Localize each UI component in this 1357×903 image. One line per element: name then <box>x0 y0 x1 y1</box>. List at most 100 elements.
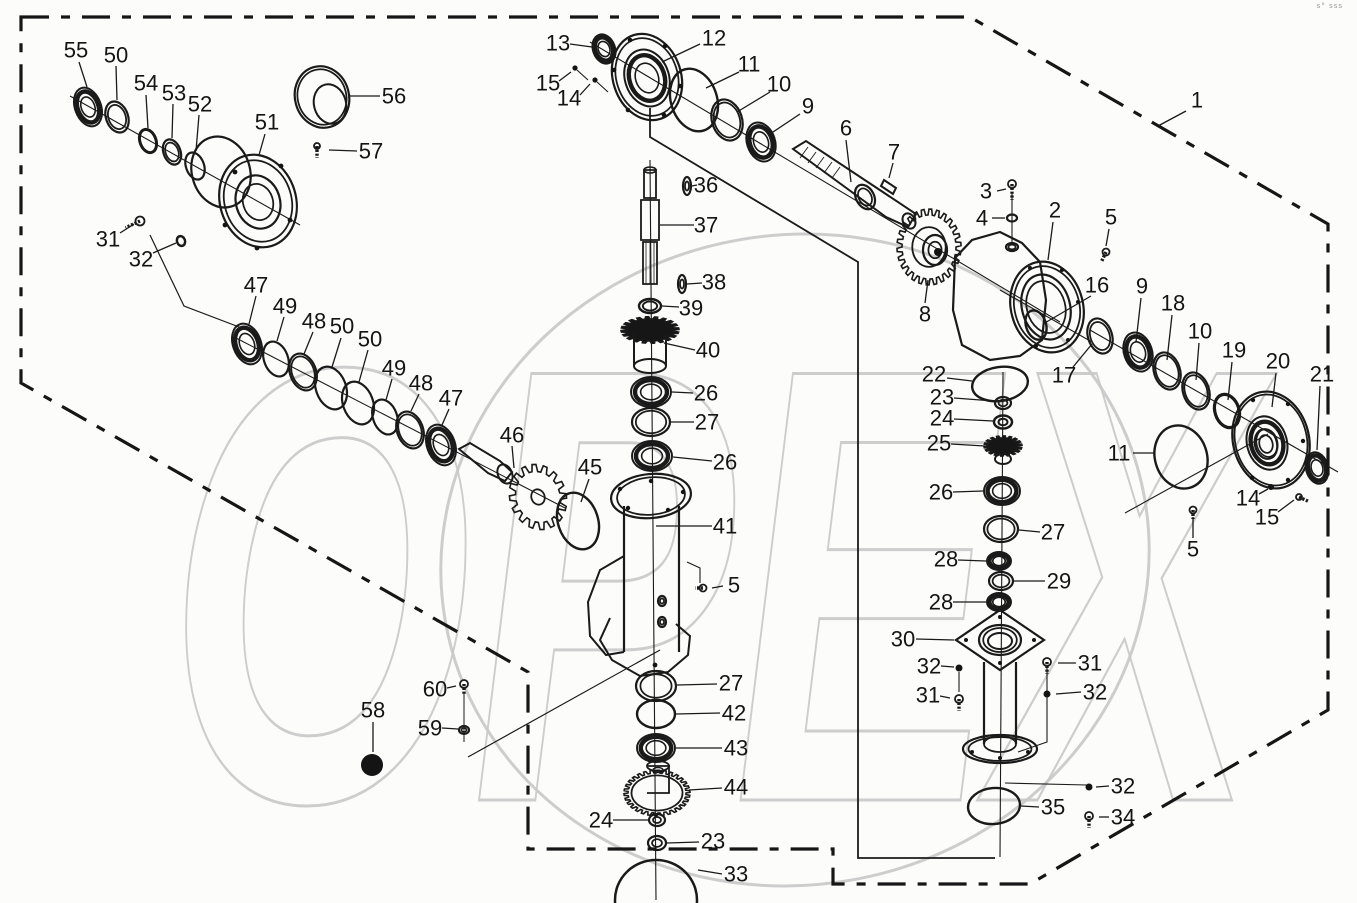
housing-2-port <box>1007 243 1017 251</box>
flange-12 <box>610 32 684 122</box>
part-label-26: 26 <box>929 480 953 505</box>
bearing-9 <box>1129 341 1147 363</box>
leader-line-35 <box>1020 805 1040 808</box>
ring-27 <box>982 514 1020 544</box>
housing-2-port <box>1004 241 1020 253</box>
part-label-15: 15 <box>536 71 560 96</box>
hub-20-flange <box>1233 393 1309 487</box>
leader-line-5 <box>711 585 724 589</box>
housing-2-hole <box>1060 268 1064 272</box>
oring-11 <box>1153 424 1209 490</box>
gear-8-center <box>934 248 942 256</box>
part-label-50: 50 <box>358 327 382 352</box>
leader-line-31 <box>939 695 951 699</box>
shaft-37-spline <box>642 241 658 285</box>
part-label-6: 6 <box>840 116 852 141</box>
ring-48 <box>288 352 318 392</box>
flange-12-seal <box>626 53 668 103</box>
hub-51-hole <box>232 169 238 175</box>
housing-2-hole <box>1034 344 1038 348</box>
tube-30-hole <box>998 756 1002 760</box>
pin-36 <box>684 180 690 192</box>
bearing-26 <box>633 441 671 471</box>
leader-line-33 <box>697 869 723 875</box>
gear-44-hubwall <box>647 765 670 794</box>
part-label-59: 59 <box>418 716 442 741</box>
ring-18 <box>1154 354 1180 388</box>
flange-30-bore <box>987 632 1013 650</box>
bearing-26 <box>985 477 1019 505</box>
hub-20-hole <box>1249 475 1255 481</box>
tube-30-base <box>961 733 1039 765</box>
bracket-32-bottom <box>1004 782 1088 786</box>
oring-21 <box>1305 453 1329 483</box>
part-label-17: 17 <box>1052 363 1076 388</box>
shaft-6-spline <box>831 166 841 179</box>
hub-20-hole <box>1285 477 1291 483</box>
shaft-6-spline <box>807 151 817 164</box>
part-label-2: 2 <box>1049 198 1061 223</box>
key-7 <box>879 178 898 196</box>
leader-line-28 <box>957 559 987 562</box>
leader-line-52 <box>195 114 200 152</box>
ring-59 <box>460 727 468 733</box>
leader-line-5 <box>1105 228 1110 247</box>
housing-2-hole <box>1066 338 1070 342</box>
ring-48 <box>395 410 425 450</box>
part-label-27: 27 <box>695 410 719 435</box>
ring-17 <box>1086 317 1114 355</box>
screw-15 <box>1298 495 1309 503</box>
shaft-37-mid <box>640 199 660 241</box>
ring-10 <box>710 98 744 142</box>
hub-51-hole <box>287 217 293 223</box>
part-label-5: 5 <box>1105 205 1117 230</box>
part-label-9: 9 <box>802 94 814 119</box>
ring-48 <box>290 355 316 389</box>
leader-line-14 <box>579 83 591 96</box>
ring-39 <box>641 300 659 312</box>
gear-8-hub <box>921 233 949 267</box>
leader-line-18 <box>1166 314 1173 361</box>
seal-28 <box>987 551 1011 571</box>
hub-51-flange <box>222 159 294 243</box>
washer-32 <box>175 234 187 248</box>
part-label-26: 26 <box>694 381 718 406</box>
part-label-44: 44 <box>724 775 748 800</box>
leader-line-16 <box>1042 295 1092 325</box>
ring-48 <box>397 413 423 447</box>
part-label-16: 16 <box>1085 273 1109 298</box>
part-label-47: 47 <box>244 273 268 298</box>
bearing-47 <box>238 332 256 356</box>
bearing-9 <box>1122 331 1154 373</box>
part-label-20: 20 <box>1266 349 1290 374</box>
ring-29 <box>991 573 1011 589</box>
part-label-10: 10 <box>767 72 791 97</box>
hub-51-hole <box>222 222 228 228</box>
leader-line-23 <box>666 841 700 844</box>
part-label-10: 10 <box>1188 319 1212 344</box>
flange-12 <box>614 37 680 117</box>
part-label-48: 48 <box>409 371 433 396</box>
leader-line-32 <box>1055 691 1082 695</box>
part-label-39: 39 <box>679 296 703 321</box>
part-label-27: 27 <box>719 671 743 696</box>
flange-12-hole <box>625 107 631 113</box>
flange-30-hole <box>1032 638 1036 642</box>
part-label-40: 40 <box>696 338 720 363</box>
shaft-6-collar <box>857 187 873 207</box>
leader-line-3 <box>996 188 1007 192</box>
leader-line-10 <box>1195 342 1200 381</box>
gear-8-hub <box>927 240 943 260</box>
leader-line-25 <box>950 443 986 447</box>
bearing-26 <box>632 377 670 407</box>
hub-20-seal <box>1248 419 1286 467</box>
ring-52 <box>184 151 206 181</box>
washer-32 <box>1043 690 1051 698</box>
leader-line-1 <box>1157 110 1187 127</box>
bearing-26 <box>983 476 1021 506</box>
leader-line-2 <box>1047 221 1054 261</box>
ring-24 <box>997 417 1009 427</box>
pinion-46-gear <box>530 488 546 506</box>
bearing-9 <box>1124 334 1152 370</box>
